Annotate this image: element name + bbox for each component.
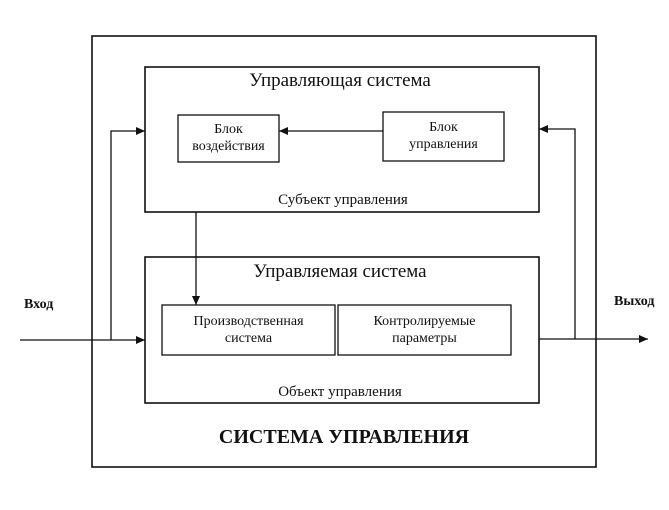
outer-system-title: СИСТЕМА УПРАВЛЕНИЯ [219,426,470,448]
action-block-label-line1: Блок [214,122,243,137]
controlled-system-caption: Объект управления [278,384,402,400]
command-arrowhead [192,296,200,305]
production-system-block [161,304,336,356]
control-block-label-line2: управления [409,137,478,152]
controlling-system-title: Управляющая система [249,70,431,91]
action-block-label-line2: воздействия [192,139,265,154]
input-branch-arrowhead [136,127,145,135]
output-label: Выход [614,294,654,309]
controlled-parameters-label-line1: Контролируемые [373,314,475,329]
control-block [382,111,505,162]
production-system-label-line1: Производственная [193,314,304,329]
action-block [177,114,280,163]
feedback-arrowhead [539,125,548,133]
controlled-parameters-block [337,304,512,356]
controlling-system-caption: Субъект управления [278,192,408,208]
outer-system-frame [91,35,597,468]
connectors [20,125,648,344]
controlled-system-title: Управляемая система [253,261,427,282]
control-block-label-line1: Блок [429,120,458,135]
controlling-system-frame [144,66,540,213]
feedback-line [539,128,576,339]
input-arrowhead [136,336,145,344]
controlled-system-frame [144,256,540,404]
input-label: Вход [24,297,53,312]
control-to-action-arrowhead [279,127,288,135]
production-system-label-line2: система [225,331,273,346]
output-arrowhead [639,335,648,343]
input-branch-line [110,130,145,340]
controlled-parameters-label-line2: параметры [392,331,457,346]
